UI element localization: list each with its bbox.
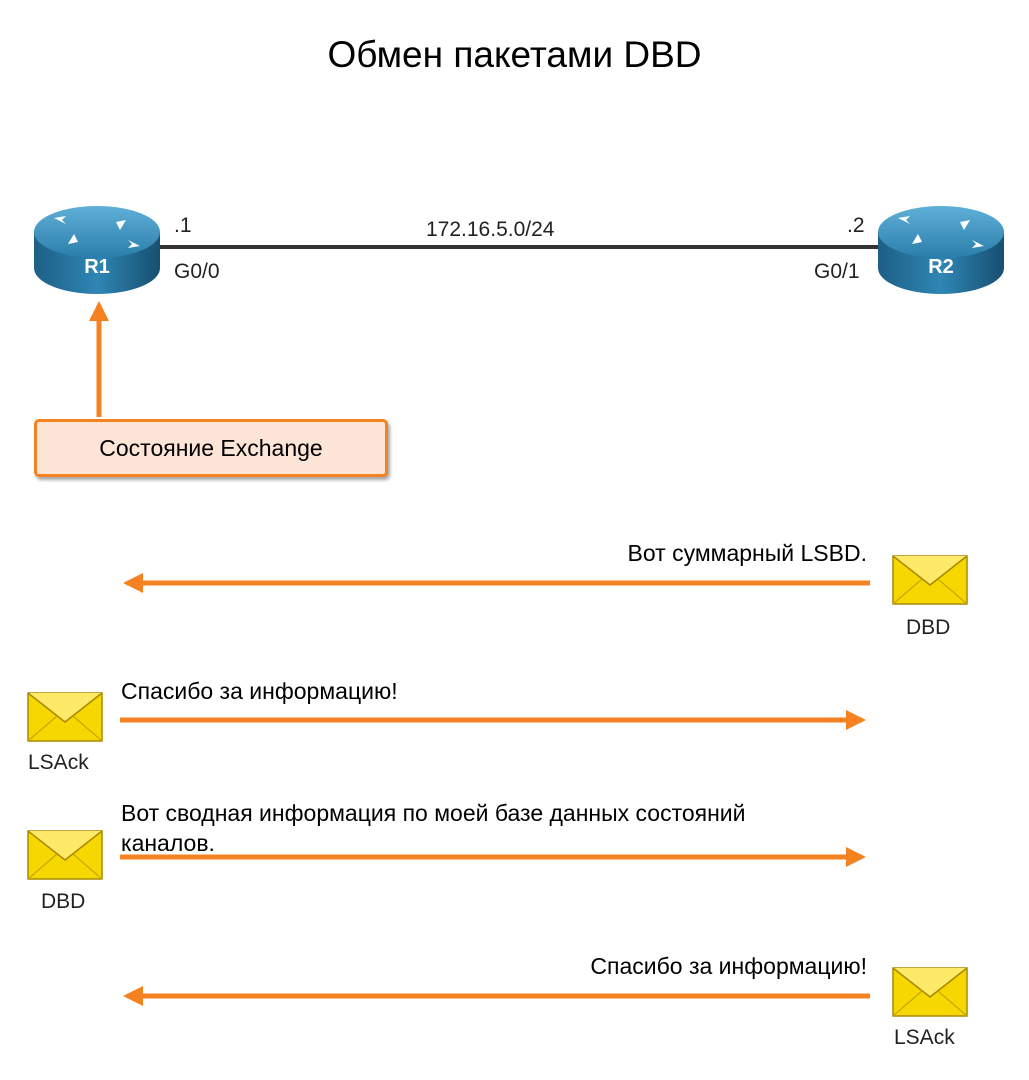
router-name: R1	[84, 256, 110, 278]
diagram-title: Обмен пакетами DBD	[327, 34, 702, 75]
router-r2: R2	[876, 198, 1006, 302]
message-text: Вот суммарный LSBD.	[627, 540, 867, 566]
r2-host-label: .2	[847, 214, 865, 237]
packet-label: DBD	[906, 616, 951, 639]
envelope-icon	[27, 692, 103, 742]
state-label: Состояние Exchange	[99, 434, 323, 461]
router-r1: R1	[32, 198, 162, 302]
r2-interface-label: G0/1	[814, 260, 860, 283]
message-text-line2: каналов.	[121, 830, 215, 856]
envelope-icon	[27, 830, 103, 880]
r1-host-label: .1	[174, 214, 192, 237]
packet-label: DBD	[41, 890, 86, 913]
packet-label: LSAck	[894, 1026, 955, 1049]
network-label: 172.16.5.0/24	[426, 218, 555, 241]
packet-label: LSAck	[28, 751, 89, 774]
router-icon	[878, 206, 1004, 294]
router-icon	[34, 206, 160, 294]
envelope-icon	[892, 967, 968, 1017]
envelope-icon	[892, 555, 968, 605]
message-text-line1: Вот сводная информация по моей базе данн…	[121, 800, 746, 826]
r1-interface-label: G0/0	[174, 260, 220, 283]
router-name: R2	[928, 256, 954, 278]
message-text: Спасибо за информацию!	[590, 953, 867, 979]
state-box: Состояние Exchange	[34, 419, 388, 477]
message-text: Спасибо за информацию!	[121, 678, 398, 704]
